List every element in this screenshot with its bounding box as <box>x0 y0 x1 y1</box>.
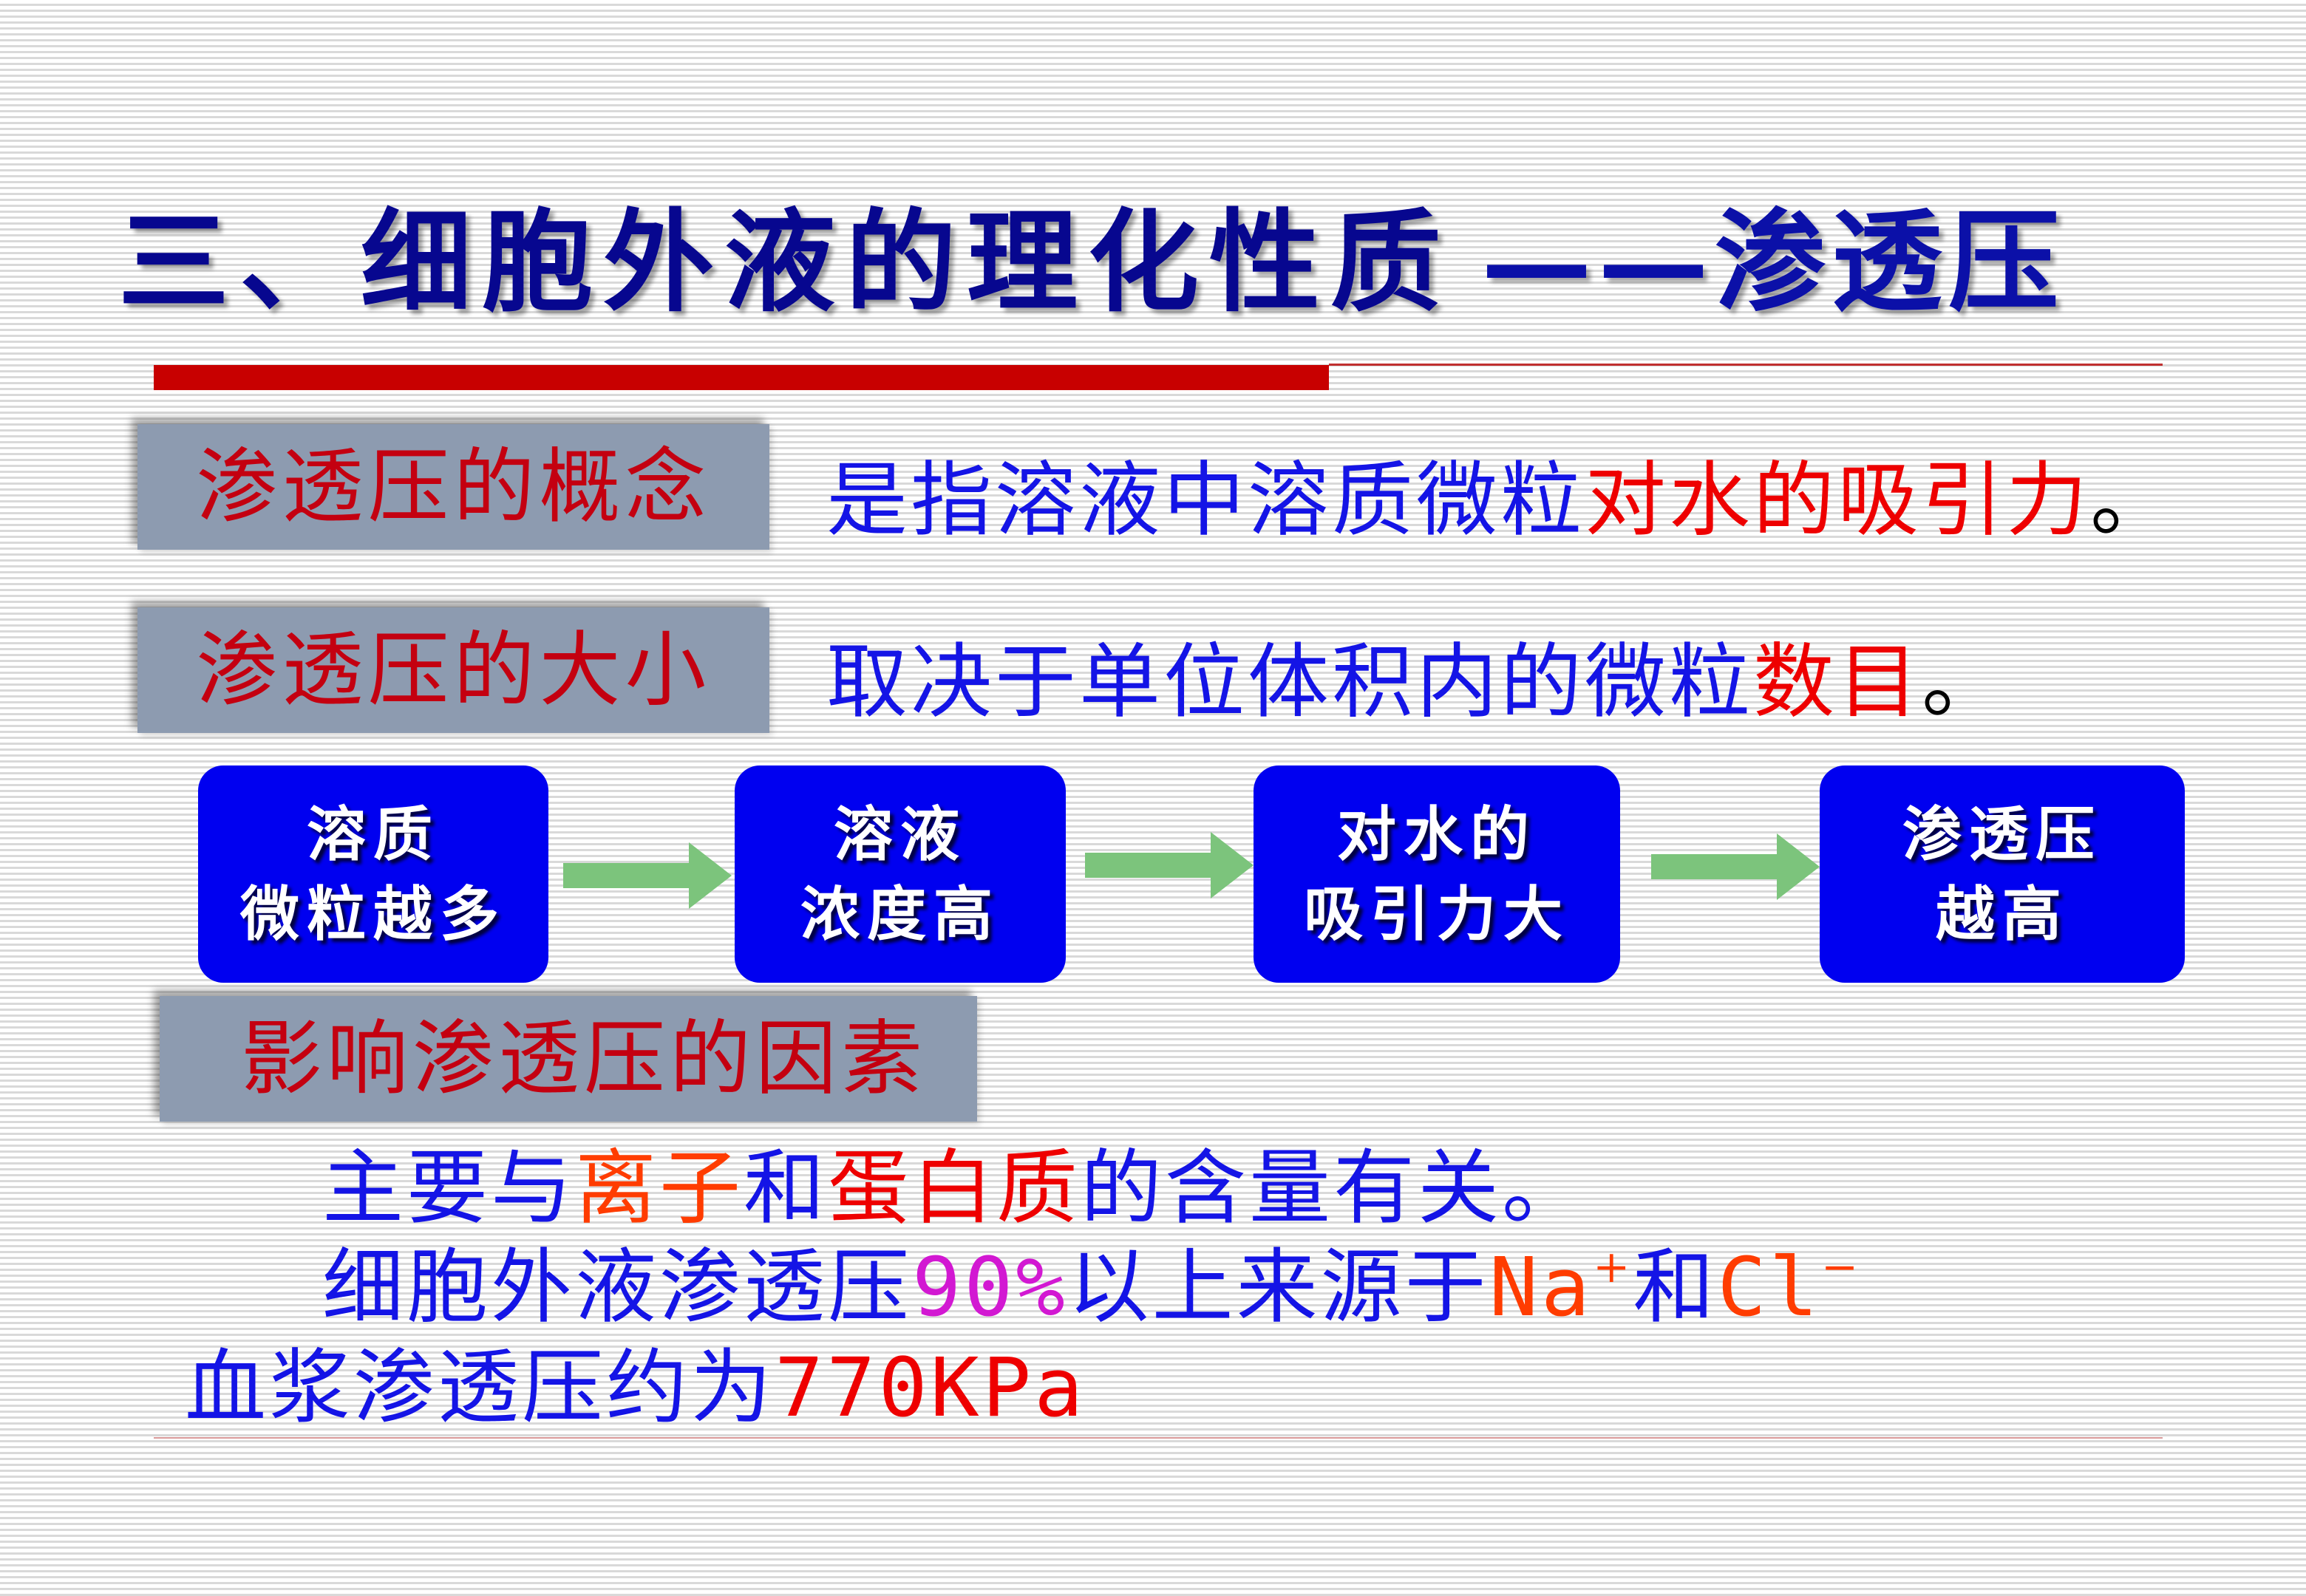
factors-text: 主要与 <box>322 1141 575 1235</box>
factors-line-1: 主要与离子和蛋白质的含量有关。 <box>322 1136 1586 1240</box>
size-text-blue: 取决于单位体积内的微粒 <box>826 635 1753 729</box>
sodium-charge: + <box>1593 1241 1633 1293</box>
percent-highlight: 90% <box>912 1240 1068 1334</box>
concept-text-red: 对水的吸引力 <box>1585 453 2090 548</box>
flow-box-line: 对水的 <box>1337 799 1537 869</box>
chloride-label: Cl <box>1717 1240 1821 1334</box>
title-sub: ——渗透压 <box>1481 197 2066 327</box>
bottom-divider <box>154 1437 2163 1439</box>
slide-title: 三、细胞外液的理化性质——渗透压 <box>118 188 2188 336</box>
factors-line-3: 血浆渗透压约为770KPa <box>185 1336 1086 1439</box>
factors-text: 的含量有关。 <box>1081 1141 1586 1235</box>
flow-box-line: 越高 <box>1936 879 2069 949</box>
protein-highlight: 蛋白质 <box>828 1141 1081 1235</box>
flow-box-solution-concentration: 溶液 浓度高 <box>735 765 1066 983</box>
flow-box-line: 吸引力大 <box>1304 879 1570 949</box>
factors-line-2: 细胞外液渗透压90%以上来源于Na+和Cl− <box>322 1235 1861 1339</box>
concept-label: 渗透压的概念 <box>137 424 769 550</box>
right-arrow-icon <box>1651 833 1820 900</box>
title-underline-thin <box>1329 364 2163 366</box>
right-arrow-icon <box>563 842 732 909</box>
factors-text: 血浆渗透压约为 <box>185 1340 775 1435</box>
pressure-value: 770KPa <box>775 1340 1086 1435</box>
factors-text: 细胞外液渗透压 <box>322 1240 912 1334</box>
size-end: 。 <box>1922 635 2006 729</box>
title-main: 三、细胞外液的理化性质 <box>118 197 1452 327</box>
chloride-charge: − <box>1820 1241 1862 1293</box>
flow-box-line: 溶质 <box>307 799 440 869</box>
flow-box-line: 渗透压 <box>1902 799 2102 869</box>
concept-definition: 是指溶液中溶质微粒对水的吸引力。 <box>826 437 2174 563</box>
flow-box-solute-particles: 溶质 微粒越多 <box>198 765 548 983</box>
factors-text: 和 <box>1633 1240 1718 1334</box>
factors-text: 以上来源于 <box>1067 1240 1489 1334</box>
flow-box-water-attraction: 对水的 吸引力大 <box>1254 765 1620 983</box>
flow-box-line: 微粒越多 <box>240 879 506 949</box>
size-text-red: 数目 <box>1753 635 1922 729</box>
concept-end: 。 <box>2090 453 2174 548</box>
flow-box-osmotic-pressure: 渗透压 越高 <box>1820 765 2185 983</box>
size-label: 渗透压的大小 <box>137 607 769 733</box>
factors-text: 和 <box>744 1141 828 1235</box>
factors-label: 影响渗透压的因素 <box>160 996 977 1122</box>
flow-box-line: 浓度高 <box>800 879 1000 949</box>
concept-text-blue: 是指溶液中溶质微粒 <box>826 453 1585 548</box>
right-arrow-icon <box>1085 832 1254 898</box>
flow-box-line: 溶液 <box>834 799 967 869</box>
sodium-label: Na <box>1489 1240 1594 1334</box>
size-definition: 取决于单位体积内的微粒数目。 <box>826 619 2006 745</box>
title-underline-thick <box>154 365 1329 390</box>
ions-highlight: 离子 <box>575 1141 744 1235</box>
